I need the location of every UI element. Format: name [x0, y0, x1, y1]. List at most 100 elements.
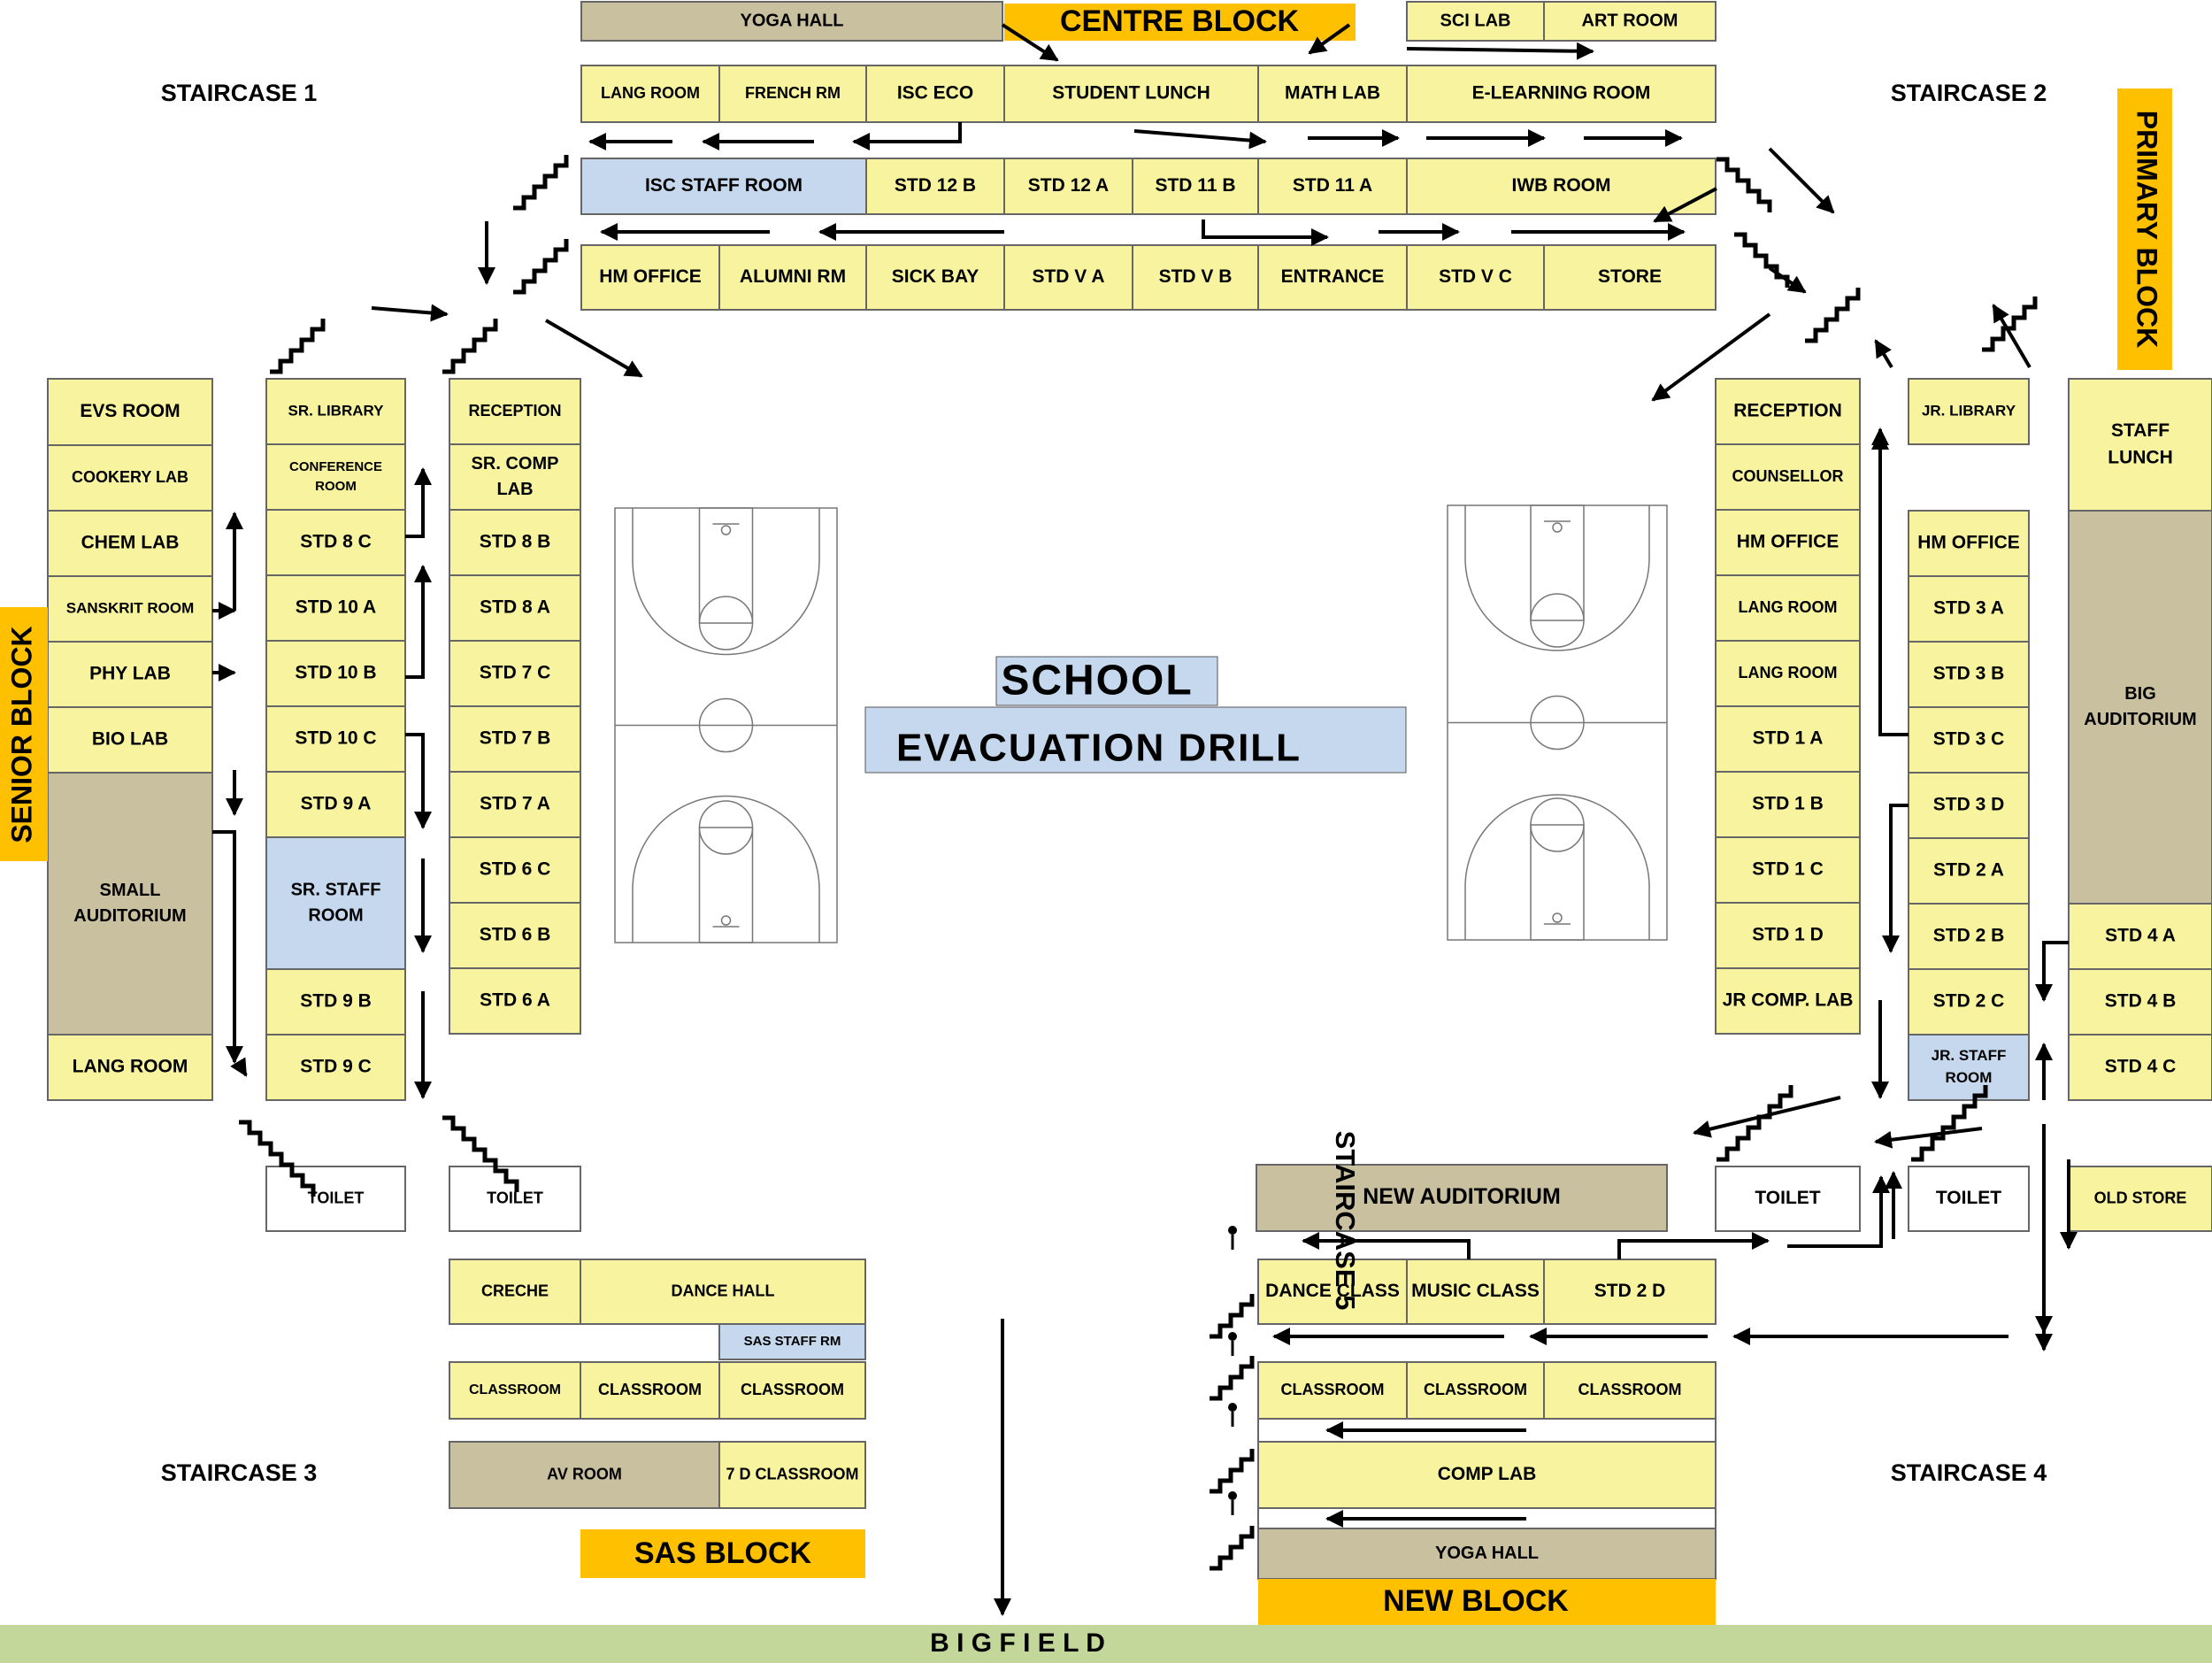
- evacuation-arrow: [1882, 804, 1909, 953]
- room-std-2b: [1908, 903, 2030, 970]
- room-yoga-hall-new: [1257, 1528, 1717, 1580]
- room-std-2d: [1543, 1259, 1717, 1325]
- room-iwb: [1406, 158, 1717, 215]
- room-label-creche: CRECHE: [481, 1282, 549, 1299]
- evacuation-arrow: [1651, 312, 1771, 402]
- room-student-lunch: [1003, 65, 1259, 123]
- room-label-std-12b: STD 12 B: [895, 175, 976, 196]
- room-std-7b: [449, 705, 581, 773]
- room-label-math-lab: MATH LAB: [1285, 83, 1380, 104]
- basketball-courts: [614, 504, 1668, 943]
- room-label-evs: EVS ROOM: [80, 401, 180, 421]
- staircase-1-label: STAIRCASE 1: [161, 80, 318, 106]
- room-label-hm-office-pb: HM OFFICE: [1917, 533, 2020, 553]
- room-label-std-4b: STD 4 B: [2105, 991, 2177, 1012]
- stair-icon: [1210, 1356, 1255, 1401]
- room-small-aud: [47, 772, 213, 1036]
- room-label-art-room: ART ROOM: [1582, 11, 1678, 30]
- evacuation-arrow: [1308, 23, 1351, 55]
- room-label-alumni: ALUMNI RM: [740, 266, 846, 287]
- evacuation-arrow: [852, 122, 962, 150]
- room-label-lang-p2: LANG ROOM: [1739, 664, 1838, 681]
- room-isc-eco: [865, 65, 1005, 123]
- room-label-std-7a: STD 7 A: [480, 794, 550, 814]
- room-cookery: [47, 444, 213, 512]
- room-std-9b: [265, 968, 406, 1036]
- sas-block-box: [580, 1529, 865, 1578]
- room-alumni: [718, 244, 867, 311]
- room-sick-bay: [865, 244, 1005, 311]
- stair-icon: [1982, 296, 2038, 352]
- room-label-std-vc: STD V C: [1439, 266, 1512, 287]
- room-french-rm: [718, 65, 867, 123]
- room-toilet-2: [449, 1166, 581, 1232]
- stair-icon: [1717, 157, 1772, 212]
- room-label-std-8b: STD 8 B: [480, 532, 551, 552]
- room-phy: [47, 641, 213, 708]
- room-label-reception-s: RECEPTION: [468, 402, 561, 420]
- room-sanskrit: [47, 575, 213, 643]
- room-label-jr-library: JR. LIBRARY: [1922, 402, 2016, 419]
- person-icon: [1228, 1226, 1237, 1235]
- room-std-11a: [1257, 158, 1408, 215]
- room-hm-office-pa: [1715, 509, 1861, 576]
- room-creche: [449, 1259, 581, 1325]
- room-class-n1: [1257, 1361, 1408, 1420]
- evacuation-arrow: [1202, 219, 1329, 246]
- room-label-std-3a: STD 3 A: [1933, 598, 2004, 619]
- stair-icons: [239, 155, 2038, 1571]
- room-e-learning: [1406, 65, 1717, 123]
- room-label-std-6c: STD 6 C: [480, 859, 551, 880]
- room-label-std-9b: STD 9 B: [300, 991, 372, 1012]
- senior-block-box: [0, 607, 48, 861]
- room-label-class-s1: CLASSROOM: [469, 1382, 561, 1397]
- room-sr-comp: [449, 443, 581, 511]
- room-label-seven-d: 7 D CLASSROOM: [726, 1465, 858, 1482]
- room-label-reception-p: RECEPTION: [1733, 401, 1842, 421]
- big-field-label: B I G F I E L D: [930, 1628, 1105, 1658]
- evacuation-arrow: [544, 319, 643, 378]
- room-std-9c: [265, 1034, 406, 1101]
- senior-block-label: SENIOR BLOCK: [5, 626, 37, 843]
- primary-block-box: [2117, 89, 2172, 370]
- room-sci-lab: [1406, 1, 1545, 42]
- room-label-std-7c: STD 7 C: [480, 663, 551, 683]
- room-label-phy: PHY LAB: [89, 664, 171, 684]
- room-lang-senior: [47, 1034, 213, 1101]
- room-label-jr-staff: ROOM: [1946, 1069, 1993, 1086]
- evacuation-arrow: [405, 467, 432, 538]
- room-label-av-room: AV ROOM: [547, 1465, 622, 1482]
- room-label-std-1a: STD 1 A: [1753, 728, 1824, 749]
- room-label-std-6b: STD 6 B: [480, 925, 551, 945]
- room-label-toilet-1: TOILET: [308, 1189, 365, 1206]
- staircase-5-label: STAIRCASE 5: [1330, 1131, 1361, 1311]
- stair-icon: [1717, 1085, 1793, 1162]
- room-label-comp-lab: COMP LAB: [1438, 1464, 1537, 1484]
- room-label-sr-staff: SR. STAFF: [291, 880, 381, 899]
- room-music-class: [1406, 1259, 1545, 1325]
- evacuation-arrow: [1874, 1127, 1983, 1149]
- centre-block-label: CENTRE BLOCK: [1060, 4, 1300, 38]
- room-label-std-1c: STD 1 C: [1752, 859, 1824, 880]
- room-label-e-learning: E-LEARNING ROOM: [1472, 83, 1651, 104]
- room-conference: [265, 443, 406, 511]
- person-icon: [1228, 1403, 1237, 1412]
- room-label-std-2b: STD 2 B: [1933, 926, 2005, 946]
- staircase-3-label: STAIRCASE 3: [161, 1459, 318, 1486]
- room-big-aud: [2068, 510, 2212, 905]
- room-label-jr-comp: JR COMP. LAB: [1723, 990, 1854, 1011]
- room-label-sas-staff: SAS STAFF RM: [744, 1334, 841, 1349]
- room-label-std-2d: STD 2 D: [1594, 1281, 1666, 1301]
- room-label-music-class: MUSIC CLASS: [1411, 1281, 1540, 1301]
- room-label-new-aud: NEW AUDITORIUM: [1363, 1184, 1561, 1209]
- room-std-11b: [1132, 158, 1259, 215]
- room-label-lang-room-top: LANG ROOM: [601, 84, 700, 102]
- room-new-aud: [1256, 1164, 1668, 1232]
- room-store: [1543, 244, 1717, 311]
- stair-icon: [442, 1115, 519, 1192]
- room-label-store: STORE: [1598, 266, 1662, 287]
- drill-title-line-1: SCHOOL: [1001, 658, 1193, 704]
- room-math-lab: [1257, 65, 1408, 123]
